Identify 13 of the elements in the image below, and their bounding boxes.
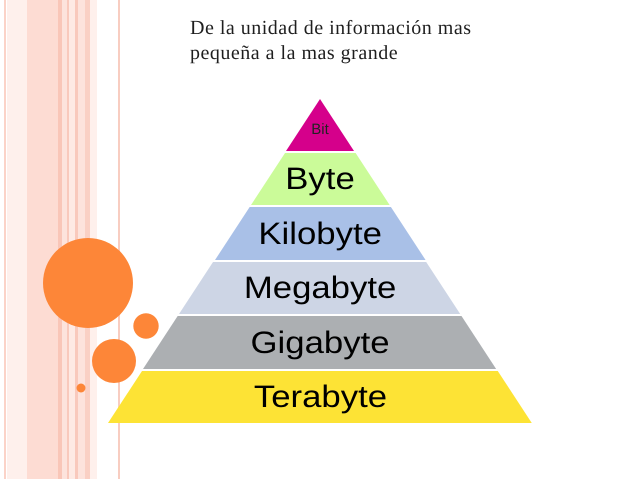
tier-label: Kilobyte xyxy=(258,216,382,252)
pyramid-apex xyxy=(286,99,354,151)
pyramid-tier xyxy=(214,207,426,260)
pyramid-tier xyxy=(143,316,497,369)
pyramid-tier xyxy=(250,153,390,205)
pyramid-tier xyxy=(179,262,461,314)
pyramid-tier xyxy=(108,371,532,423)
tier-label: Gigabyte xyxy=(250,324,390,360)
tier-label: Bit xyxy=(311,120,329,138)
tier-label: Byte xyxy=(285,161,355,197)
slide-title: De la unidad de información mas pequeña a la mas grande xyxy=(190,16,473,66)
tier-label: Terabyte xyxy=(253,379,387,415)
tier-label: Megabyte xyxy=(244,270,396,306)
